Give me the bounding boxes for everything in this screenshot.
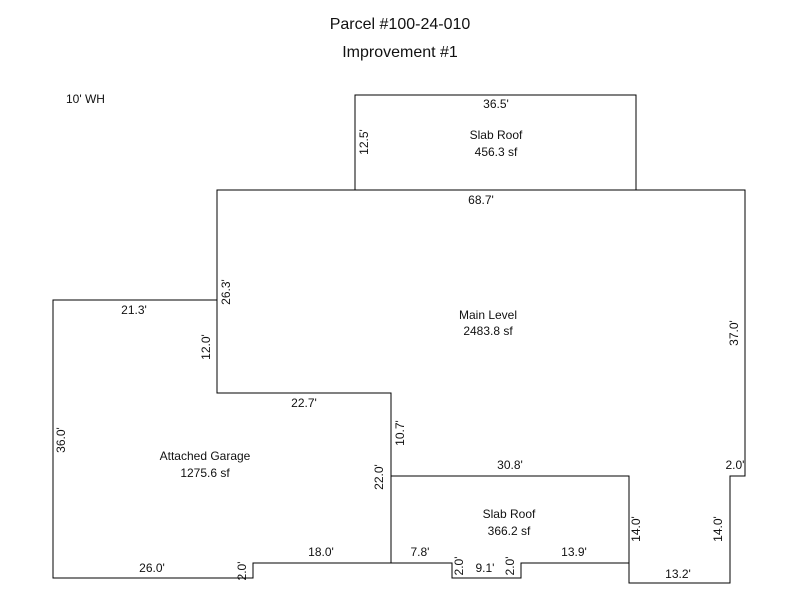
dim-garage-bottom: 26.0' bbox=[139, 561, 165, 575]
dim-main-left-upper: 26.3' bbox=[219, 279, 233, 305]
dim-slab-notch-right: 2.0' bbox=[503, 557, 517, 576]
dim-garage-right-lower: 22.0' bbox=[372, 464, 386, 490]
dim-garage-top: 21.3' bbox=[121, 303, 147, 317]
top-slab-name: Slab Roof bbox=[470, 128, 523, 142]
dim-slab-bottom-right: 13.9' bbox=[561, 545, 587, 559]
parcel-title: Parcel #100-24-010 bbox=[329, 16, 471, 33]
bottom-slab-name: Slab Roof bbox=[483, 507, 536, 521]
dim-garage-bottom-jog: 2.0' bbox=[235, 562, 249, 581]
dim-bottom-slab-right: 14.0' bbox=[629, 516, 643, 542]
dim-garage-left: 36.0' bbox=[54, 427, 68, 453]
dim-right-jog: 2.0' bbox=[726, 458, 745, 472]
dim-garage-right-upper: 12.0' bbox=[199, 334, 213, 360]
main-level-name: Main Level bbox=[459, 308, 517, 322]
dim-garage-step: 22.7' bbox=[291, 396, 317, 410]
dim-right-bottom: 13.2' bbox=[665, 567, 691, 581]
dim-slab-notch-left: 2.0' bbox=[452, 557, 466, 576]
bottom-slab-roof-outline bbox=[391, 475, 630, 563]
garage-outline bbox=[52, 299, 392, 579]
dim-main-top: 68.7' bbox=[468, 193, 494, 207]
dim-main-right: 37.0' bbox=[727, 320, 741, 346]
main-level-outline bbox=[216, 189, 746, 584]
dim-top-slab-width: 36.5' bbox=[483, 97, 509, 111]
dim-main-notch-vertical: 10.7' bbox=[393, 420, 407, 446]
dim-right-lower: 14.0' bbox=[711, 516, 725, 542]
dim-top-slab-depth: 12.5' bbox=[357, 129, 371, 155]
wall-height-note: 10' WH bbox=[66, 92, 105, 106]
garage-name: Attached Garage bbox=[160, 449, 251, 463]
improvement-title: Improvement #1 bbox=[342, 44, 458, 61]
bottom-slab-area: 366.2 sf bbox=[488, 524, 531, 538]
dim-garage-bottom-right: 18.0' bbox=[308, 545, 334, 559]
dim-slab-bottom-left: 7.8' bbox=[411, 545, 430, 559]
main-level-area: 2483.8 sf bbox=[463, 324, 513, 338]
top-slab-area: 456.3 sf bbox=[475, 145, 518, 159]
dim-bottom-slab-top: 30.8' bbox=[497, 458, 523, 472]
dim-slab-notch-bottom: 9.1' bbox=[476, 561, 495, 575]
garage-area: 1275.6 sf bbox=[180, 466, 230, 480]
